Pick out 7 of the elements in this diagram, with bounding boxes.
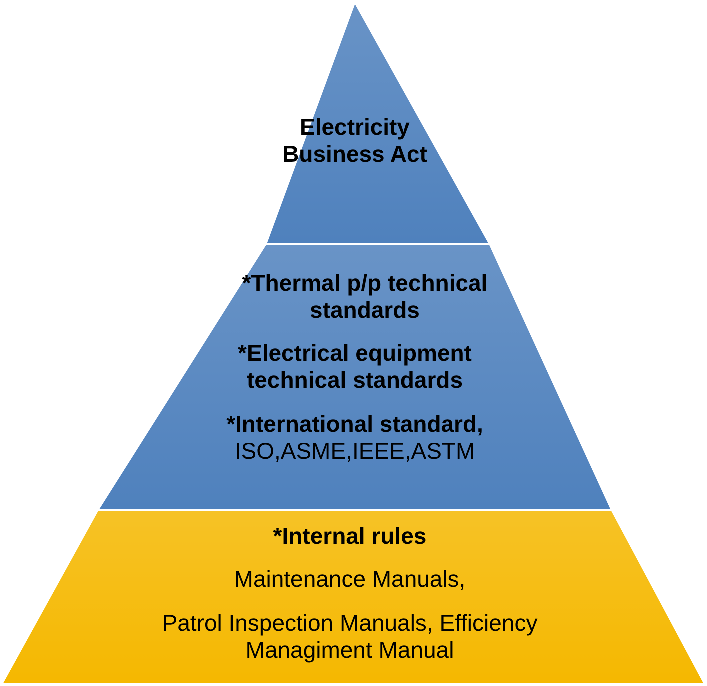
tier-heading: *Internal rules xyxy=(272,523,428,550)
tier-heading: *International standard, xyxy=(226,411,484,438)
tier-text: ISO,ASME,IEEE,ASTM xyxy=(234,438,476,465)
tier-text: Maintenance Manuals, xyxy=(233,566,467,593)
tier-heading: *Electrical equipment technical standards xyxy=(237,340,473,394)
tier-text: Patrol Inspection Manuals, Efficiency Managiment Manual xyxy=(161,610,539,664)
tier-heading: *Thermal p/p technical standards xyxy=(241,270,489,324)
